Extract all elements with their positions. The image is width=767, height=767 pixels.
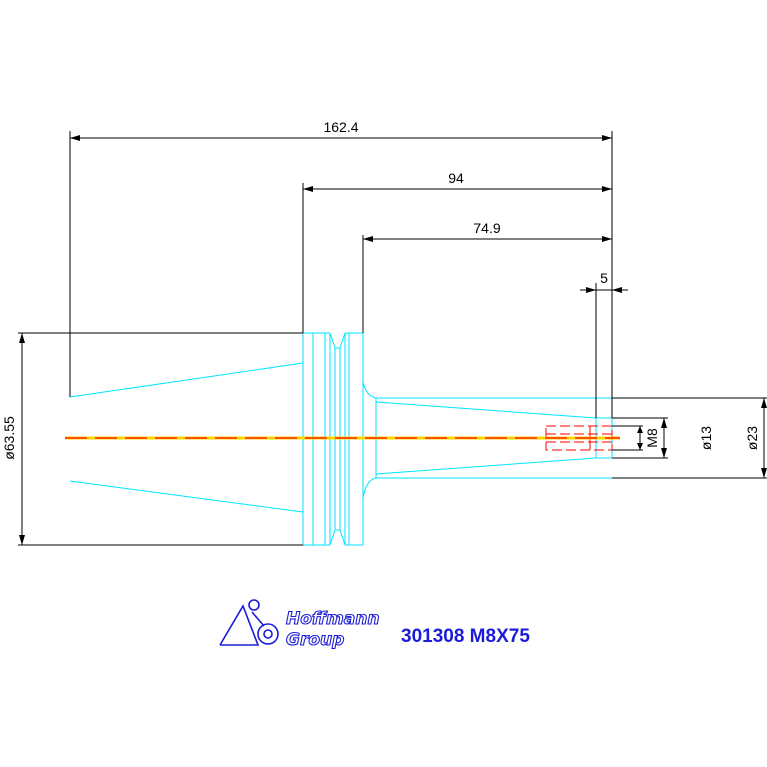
hoffmann-group-logo (219, 599, 279, 646)
logo-gear-icon (257, 623, 279, 645)
dim-overall-length: 162.4 (323, 119, 358, 135)
logo-figure-head-icon (248, 599, 260, 611)
dim-to-flange: 94 (448, 170, 464, 186)
dim-shank-diameter: ø23 (744, 426, 760, 450)
dim-shank-length: 74.9 (473, 220, 500, 236)
v-groove-bottom (329, 529, 346, 546)
arrowheads (19, 135, 767, 545)
logo-text-group: Group (286, 630, 344, 650)
dim-bore-diameter: ø13 (698, 426, 714, 450)
v-groove-top (329, 332, 346, 349)
logo-text-hoffmann: Hoffmann (286, 609, 379, 629)
logo-triangle-icon (219, 604, 260, 646)
dimensions (18, 131, 767, 546)
dim-thread: M8 (644, 428, 660, 448)
dim-flange-diameter: ø63.55 (1, 416, 17, 460)
dim-pin: 5 (600, 270, 608, 286)
product-code: 301308 M8X75 (401, 626, 530, 647)
